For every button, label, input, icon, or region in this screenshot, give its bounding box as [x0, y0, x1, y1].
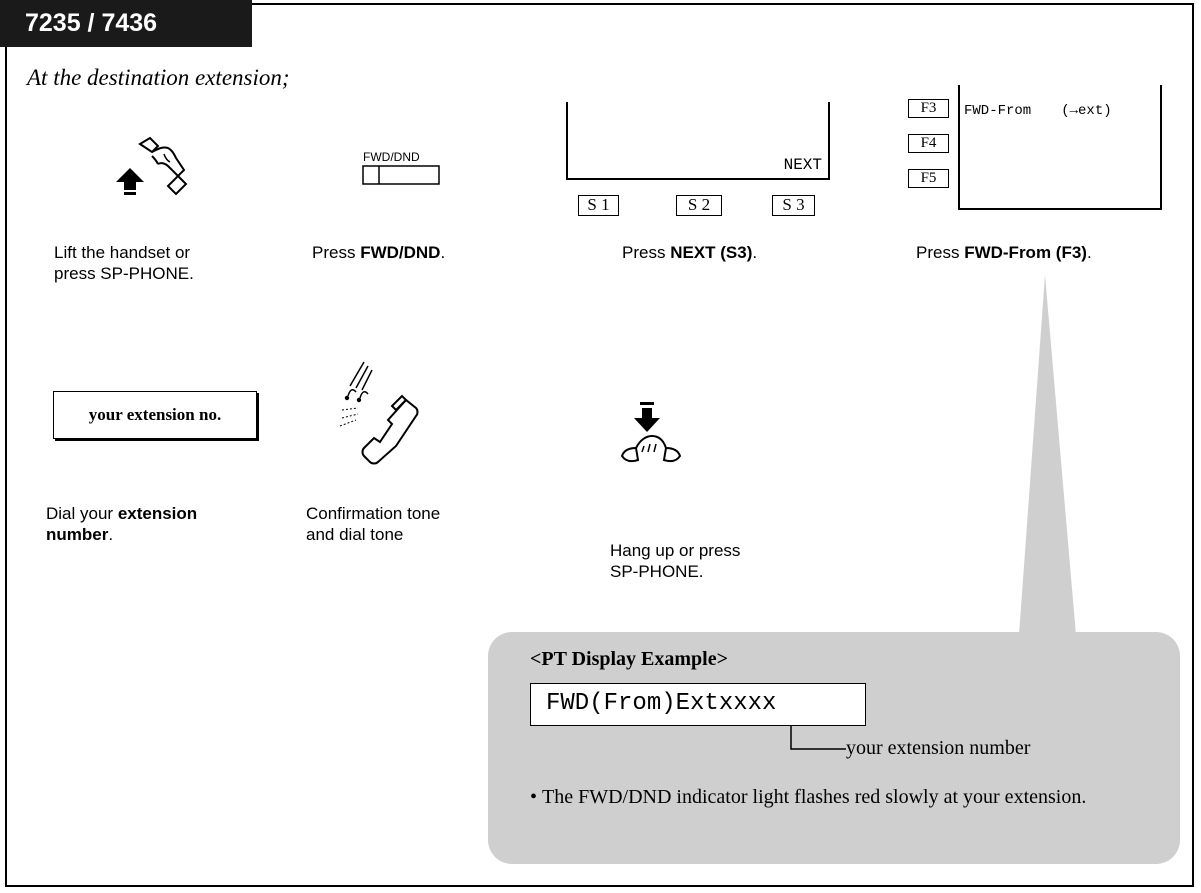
handset-ringing-icon — [339, 361, 419, 465]
display-fwd-from-label: FWD-From — [964, 103, 1032, 119]
display-next-text: NEXT — [783, 156, 822, 174]
step-dial-pre: Dial your — [46, 504, 118, 523]
note-bullet: • — [530, 786, 538, 808]
step-lift-caption: Lift the handset or press SP-PHONE. — [54, 242, 194, 284]
step-next-post: . — [752, 243, 758, 262]
display-fwd-from-row: FWD-From (→ext) — [964, 103, 1112, 119]
step-fwdfrom-caption: Press FWD-From (F3). — [916, 242, 1092, 263]
step-next-pre: Press — [622, 243, 671, 262]
note-text: The FWD/DND indicator light flashes red … — [542, 786, 1087, 808]
page-title: 7235 / 7436 — [0, 0, 252, 47]
step-fwd-pre: Press — [312, 243, 361, 262]
step-lift-line1: Lift the handset or — [54, 243, 191, 262]
step-dial-post: . — [108, 525, 114, 544]
step-dial-bold2: number — [46, 525, 109, 544]
fwd-dnd-button-label: FWD/DND — [363, 150, 420, 164]
pt-display-example: FWD(From)Extxxxx — [530, 683, 866, 726]
step-hangup-line1: Hang up or press — [610, 541, 741, 560]
step-fwdfrom-bold: FWD-From (F3) — [964, 243, 1087, 262]
hang-up-icon — [620, 402, 682, 463]
callout-note: • The FWD/DND indicator light flashes re… — [530, 783, 1170, 811]
step-hangup-caption: Hang up or press SP-PHONE. — [610, 540, 740, 582]
callout-pointer — [1019, 275, 1076, 635]
step-fwdfrom-pre: Press — [916, 243, 965, 262]
step-hangup-line2: SP-PHONE. — [610, 562, 704, 581]
soft-key-s1[interactable]: S 1 — [578, 195, 619, 216]
step-fwdfrom-post: . — [1086, 243, 1092, 262]
step-fwd-bold: FWD/DND — [360, 243, 441, 262]
f-key-display: FWD-From (→ext) — [958, 85, 1162, 210]
step-fwd-post: . — [440, 243, 446, 262]
extension-number-label: your extension number — [846, 737, 1031, 759]
handset-lift-icon — [116, 136, 188, 196]
extension-number-box: your extension no. — [53, 391, 257, 439]
pt-display-callout — [488, 632, 1180, 864]
callout-title: <PT Display Example> — [530, 648, 729, 670]
step-tone-line2: and dial tone — [306, 525, 404, 544]
extension-leader-line — [790, 726, 846, 750]
step-next-bold: NEXT (S3) — [670, 243, 753, 262]
step-dial-bold1: extension — [117, 504, 198, 523]
step-dial-caption: Dial your extension number. — [46, 503, 197, 545]
soft-key-s2[interactable]: S 2 — [676, 195, 722, 216]
step-next-caption: Press NEXT (S3). — [622, 242, 757, 263]
f-key-f5[interactable]: F5 — [908, 169, 949, 188]
f-key-f3[interactable]: F3 — [908, 99, 949, 118]
fwd-dnd-button-icon[interactable] — [362, 165, 442, 187]
soft-key-display: NEXT — [566, 102, 830, 180]
f-key-f4[interactable]: F4 — [908, 134, 949, 153]
intro-text: At the destination extension; — [27, 65, 290, 90]
step-lift-line2: press SP-PHONE. — [54, 264, 194, 283]
soft-key-s3[interactable]: S 3 — [772, 195, 815, 216]
step-tone-caption: Confirmation tone and dial tone — [306, 503, 440, 545]
step-tone-line1: Confirmation tone — [306, 504, 441, 523]
step-fwd-caption: Press FWD/DND. — [312, 242, 445, 263]
display-fwd-from-arrow: (→ext) — [1061, 103, 1112, 119]
